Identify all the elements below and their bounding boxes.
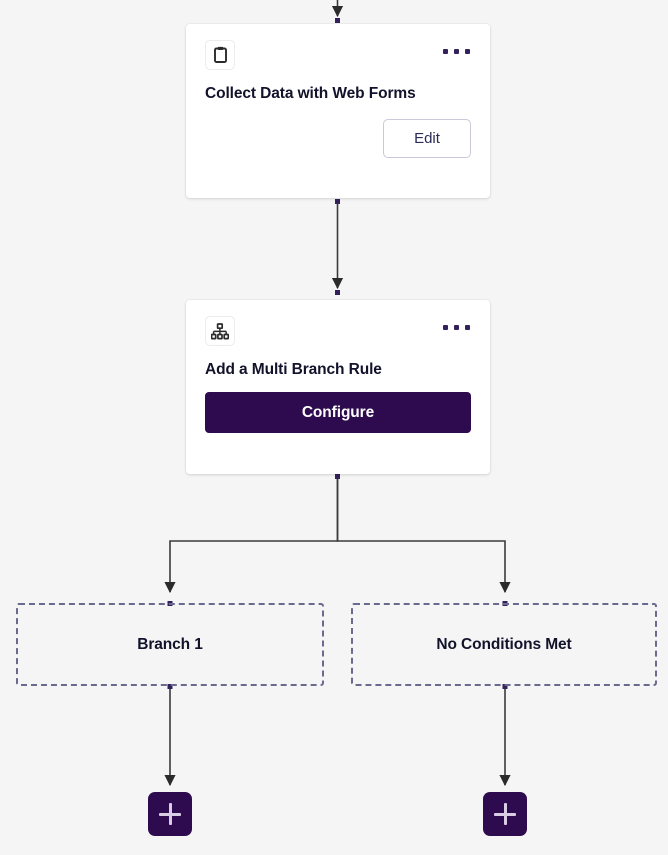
node-title: Add a Multi Branch Rule: [205, 361, 382, 378]
branch-box-branch-1[interactable]: Branch 1: [16, 603, 324, 686]
branch-hierarchy-icon: [205, 316, 235, 346]
clipboard-icon: [205, 40, 235, 70]
card-header: [186, 24, 490, 70]
configure-button[interactable]: Configure: [205, 392, 471, 433]
plus-icon-vertical: [168, 803, 172, 825]
plus-icon-vertical: [503, 803, 507, 825]
card-header: [186, 300, 490, 346]
node-card-multi-branch-rule[interactable]: Add a Multi Branch Rule Configure: [186, 300, 490, 474]
add-step-button-no-conditions-met[interactable]: [483, 792, 527, 836]
edge-entry-to-collect-data: [331, 0, 344, 23]
edge-no-conditions-to-add: [499, 684, 511, 787]
node-card-collect-data[interactable]: Collect Data with Web Forms Edit: [186, 24, 490, 198]
branch-label: No Conditions Met: [436, 635, 572, 653]
branch-label: Branch 1: [137, 635, 203, 653]
edge-collect-data-to-multi-branch: [331, 199, 344, 295]
node-title: Collect Data with Web Forms: [205, 85, 416, 102]
card-action-row: Edit: [186, 104, 490, 158]
more-options-icon[interactable]: [443, 316, 472, 330]
edge-branch1-to-add: [164, 684, 176, 787]
edit-button[interactable]: Edit: [383, 119, 471, 158]
branch-box-no-conditions-met[interactable]: No Conditions Met: [351, 603, 657, 686]
more-options-icon[interactable]: [443, 40, 472, 54]
add-step-button-branch-1[interactable]: [148, 792, 192, 836]
edge-multi-branch-fork: [164, 474, 511, 606]
